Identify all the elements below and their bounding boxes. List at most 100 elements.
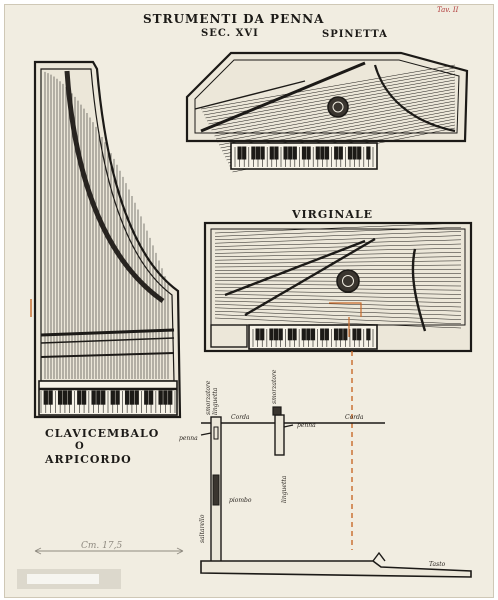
virginale-black-key [260,328,265,341]
clavicembalo-black-key [134,390,139,405]
clavicembalo-black-key [148,390,154,405]
spinetta-rose [327,96,349,118]
clavicembalo-bentside [64,70,165,304]
clavicembalo-bridge-1 [40,328,175,337]
virginale-black-key [357,328,362,341]
smorzatore-left-label: smorzatore [205,380,212,415]
spinetta-black-key [237,146,242,160]
spinetta-black-key [260,146,265,160]
virginale-string [214,314,462,325]
virginale-string [214,260,462,264]
scale-arrow-left-head [34,547,42,555]
spinetta-bridge [200,61,366,133]
clavicembalo-label-line2: O [75,441,85,452]
jack-right-quill [283,424,294,428]
spinetta-black-key [320,146,325,160]
virginale-black-key [287,328,293,341]
spinetta-string [202,67,456,113]
virginale-black-key [301,328,306,341]
virginale-black-key [320,328,325,341]
spinetta-black-key [366,146,371,160]
virginale-string [214,243,462,251]
virginale-black-key [352,328,357,341]
clavicembalo-label-line3: ARPICORDO [45,453,132,466]
spinetta-black-key [324,146,330,160]
spinetta-black-key [357,146,362,160]
virginale-black-key [338,328,343,341]
corda-left-label: Corda [231,414,250,421]
virginale-black-key [292,328,297,341]
clavicembalo-black-key [77,390,82,405]
virginale-string [214,317,462,329]
virginale-black-key [278,328,283,341]
clavicembalo-black-key [96,390,101,405]
virginale-black-key [273,328,279,341]
virginale-rose-inner [342,275,354,287]
drawing-sheet: STRUMENTI DA PENNA SEC. XVI Tav. II SPIN… [4,4,494,598]
penna-right-label: penna [297,422,316,429]
virginale-label: VIRGINALE [292,208,374,221]
spinetta-case-inner [194,59,460,134]
clavicembalo-label-line1: CLAVICEMBALO [45,427,160,440]
spinetta-rose-inner [332,101,344,113]
clavicembalo-black-key [57,390,63,405]
spinetta-jackrail [194,80,306,110]
clavicembalo-black-key [124,390,130,405]
technical-drawing [30,51,473,578]
virginale-black-key [366,328,371,341]
clavicembalo-black-key [168,390,173,405]
virginale-black-key [333,328,339,341]
spinetta-black-key [292,146,297,160]
virginale-string [214,287,462,291]
jack-left-slot [213,426,219,440]
linguetta-top-label: linguetta [212,387,219,415]
spinetta-keyboard [234,146,374,167]
sheet-subtitle: SEC. XVI [201,28,259,39]
virginale-string [214,231,462,241]
virginale-black-key [306,328,311,341]
virginale-keyboard [252,328,374,347]
virginale-right-bridge [411,248,427,332]
penna-left-label: penna [179,435,198,442]
clavicembalo-black-key [43,390,48,405]
piombo-label: piombo [229,497,252,504]
clavicembalo-black-key [62,390,68,405]
virginale-construction-line [329,302,362,337]
spinetta-black-key [255,146,261,160]
jack-right-damper [272,406,282,416]
spinetta-string [203,70,456,116]
virginale-string [214,222,462,234]
spinetta-string [200,64,456,110]
virginale-string [214,290,462,295]
jack-right-body [274,414,285,456]
jack-mechanism-drawing [34,406,472,578]
spinetta-black-key [301,146,307,160]
virginale-black-key [269,328,274,341]
virginale-string [214,268,462,271]
spinetta-black-key [251,146,256,160]
virginale-string [214,239,462,247]
spinetta-black-key [306,146,311,160]
virginale-string [214,297,462,304]
virginale-black-key [324,328,329,341]
clavicembalo-strings [44,71,169,379]
virginale-string [214,300,462,308]
clavicembalo-black-key [81,390,87,405]
clavicembalo-black-key [48,390,53,405]
spinetta-black-key [242,146,247,160]
scale-arrow-right-head [176,547,184,555]
smorzatore-right-label: smorzatore [271,369,278,404]
spinetta-string [217,97,456,143]
spinetta-curved-bridge [373,64,456,133]
jack-left-quill [200,432,212,436]
spinetta-black-key [338,146,343,160]
clavicembalo-black-key [144,390,149,405]
virginale-string [214,256,462,261]
clavicembalo-black-key [115,390,120,405]
sheet-title: STRUMENTI DA PENNA [143,12,325,26]
spinetta-drawing [185,51,469,173]
clavicembalo-black-key [110,390,115,405]
spinetta-black-key [315,146,320,160]
clavicembalo-black-key [129,390,135,405]
spinetta-black-key [347,146,353,160]
